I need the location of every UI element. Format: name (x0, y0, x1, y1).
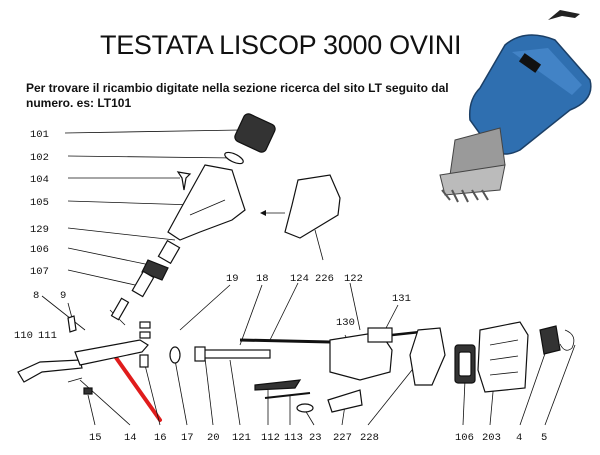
page-title: TESTATA LISCOP 3000 OVINI (100, 30, 462, 60)
label-112: 112 (261, 432, 280, 444)
instruction-text: Per trovare il ricambio digitate nella s… (26, 81, 449, 110)
label-203: 203 (482, 432, 501, 444)
label-104: 104 (30, 174, 49, 186)
label-113: 113 (284, 432, 303, 444)
label-20: 20 (207, 432, 220, 444)
label-124: 124 (290, 273, 309, 285)
label-19: 19 (226, 273, 239, 285)
highlight-line (110, 350, 162, 422)
label-131: 131 (392, 293, 411, 305)
label-107: 107 (30, 266, 49, 278)
label-129: 129 (30, 224, 49, 236)
label-106-top: 106 (30, 244, 49, 256)
label-18: 18 (256, 273, 269, 285)
label-9: 9 (60, 290, 66, 302)
label-227: 227 (333, 432, 352, 444)
label-130: 130 (336, 317, 355, 329)
label-111: 111 (38, 330, 57, 342)
label-101: 101 (30, 129, 49, 141)
label-102: 102 (30, 152, 49, 164)
label-228: 228 (360, 432, 379, 444)
leader-lines (41, 129, 576, 426)
label-5: 5 (541, 432, 547, 444)
label-105: 105 (30, 197, 49, 209)
label-226: 226 (315, 273, 334, 285)
label-15: 15 (89, 432, 102, 444)
label-17: 17 (181, 432, 194, 444)
label-8: 8 (33, 290, 39, 302)
label-121: 121 (232, 432, 251, 444)
parts (17, 113, 575, 413)
part-labels: 101 102 104 105 129 106 107 8 9 110 111 … (14, 129, 547, 444)
label-110: 110 (14, 330, 33, 342)
label-16: 16 (154, 432, 167, 444)
clipper-photo (439, 10, 592, 203)
label-4: 4 (516, 432, 522, 444)
label-122: 122 (344, 273, 363, 285)
label-14: 14 (124, 432, 137, 444)
label-106-bottom: 106 (455, 432, 474, 444)
label-23: 23 (309, 432, 322, 444)
